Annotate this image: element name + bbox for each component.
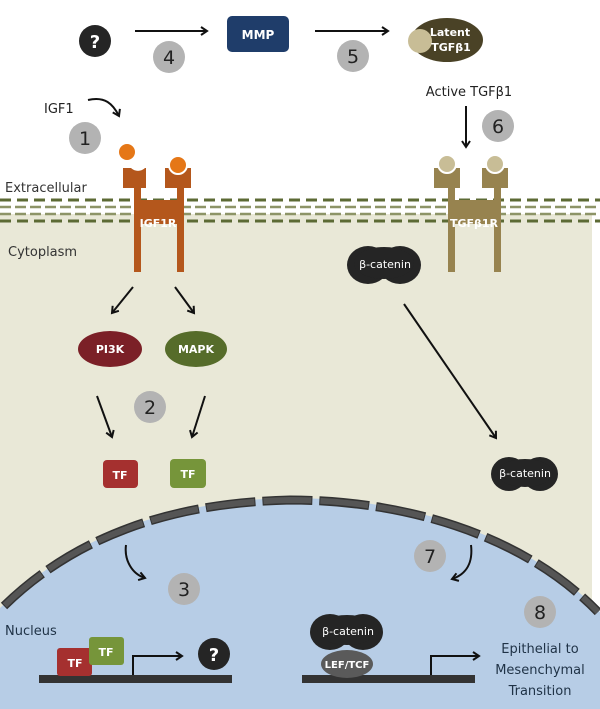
beta-catenin-cytoplasm-top <box>347 246 421 284</box>
arrow-pi3k-to-tf <box>96 395 115 439</box>
arrow-beta-catenin-into-nucleus <box>450 544 473 582</box>
active-tgfb1-label: Active TGFβ1 <box>426 85 512 100</box>
svg-text:?: ? <box>90 32 100 53</box>
arrow-igf1r-to-mapk <box>174 286 196 315</box>
svg-text:?: ? <box>209 645 219 666</box>
cytoplasm-label: Cytoplasm <box>8 245 77 260</box>
arrow-igf1r-to-pi3k <box>110 286 134 315</box>
igf1r-label: IGF1R <box>140 217 177 230</box>
svg-text:β-catenin: β-catenin <box>322 625 374 638</box>
svg-text:6: 6 <box>492 116 504 138</box>
tf-red <box>103 460 138 488</box>
svg-text:8: 8 <box>534 602 546 624</box>
svg-text:4: 4 <box>163 47 175 69</box>
step-5: 5 <box>337 40 369 72</box>
beta-catenin-cytoplasm-bottom <box>491 457 558 491</box>
latent-tgfb1 <box>411 18 483 62</box>
svg-text:LEF/TCF: LEF/TCF <box>325 660 370 671</box>
svg-text:TF: TF <box>180 468 195 481</box>
step-7: 7 <box>414 540 446 572</box>
dna-strand-left <box>39 675 232 683</box>
nucleus-label: Nucleus <box>5 624 57 639</box>
svg-text:TGFβ1: TGFβ1 <box>431 41 471 54</box>
tf-green <box>170 459 206 488</box>
transcription-arrow-right <box>430 651 481 675</box>
svg-text:MMP: MMP <box>242 28 275 42</box>
svg-text:TF: TF <box>112 469 127 482</box>
lef-tcf <box>321 650 373 678</box>
tf-green-nucleus <box>89 637 124 665</box>
arrow-beta-catenin-translocation <box>403 303 498 440</box>
unknown-factor-icon <box>79 25 111 57</box>
arrow-igf1-to-receptor <box>87 98 121 118</box>
step-4: 4 <box>153 41 185 73</box>
svg-text:3: 3 <box>178 579 190 601</box>
transcription-arrow-left <box>132 651 184 675</box>
emt-line3: Transition <box>508 684 572 699</box>
step-8: 8 <box>524 596 556 628</box>
tgfb1r-label: TGFβ1R <box>450 217 499 230</box>
igf1-ligand <box>119 144 135 160</box>
svg-text:β-catenin: β-catenin <box>359 258 411 271</box>
emt-line1: Epithelial to <box>501 642 578 657</box>
step-6: 6 <box>482 110 514 142</box>
svg-text:TF: TF <box>67 657 82 670</box>
svg-text:7: 7 <box>424 546 436 568</box>
svg-text:β-catenin: β-catenin <box>499 467 551 480</box>
arrow-tf-into-nucleus <box>124 544 147 582</box>
svg-text:1: 1 <box>79 128 91 150</box>
igf1-label: IGF1 <box>44 102 74 117</box>
svg-text:2: 2 <box>144 397 156 419</box>
unknown-target-icon <box>198 638 230 670</box>
step-2: 2 <box>134 391 166 423</box>
tgfb1r-receptor <box>434 154 508 272</box>
svg-text:Latent: Latent <box>430 26 470 39</box>
svg-text:MAPK: MAPK <box>178 343 215 356</box>
dna-strand-right <box>302 675 475 683</box>
step-3: 3 <box>168 573 200 605</box>
emt-line2: Mesenchymal <box>495 663 585 678</box>
svg-text:5: 5 <box>347 46 359 68</box>
mapk-node <box>165 331 227 367</box>
svg-text:PI3K: PI3K <box>96 343 125 356</box>
svg-text:TF: TF <box>98 646 113 659</box>
tf-red-nucleus <box>57 648 92 676</box>
extracellular-label: Extracellular <box>5 181 88 196</box>
step-1: 1 <box>69 122 101 154</box>
latent-tgfb1-ligand <box>408 29 432 53</box>
pi3k-node <box>78 331 142 367</box>
beta-catenin-nucleus <box>310 614 383 650</box>
mmp-box <box>227 16 289 52</box>
igf1r-receptor <box>123 155 191 272</box>
arrow-mapk-to-tf <box>189 395 206 439</box>
